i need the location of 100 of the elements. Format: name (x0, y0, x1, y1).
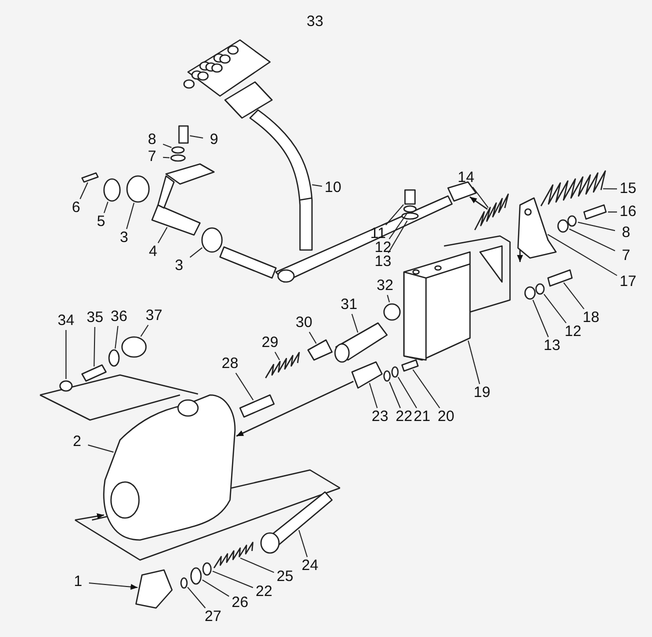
callout-number: 26 (232, 595, 248, 611)
callout-number: 27 (204, 609, 222, 625)
callout-number: 13 (544, 338, 560, 354)
leader-line (80, 182, 88, 200)
callout-number: 3 (174, 258, 184, 274)
leader-line (602, 188, 618, 190)
cotter-pin-drawing (81, 172, 99, 183)
leader-line (369, 382, 378, 408)
bolt-drawing (178, 125, 189, 144)
leader-line (577, 222, 616, 232)
callout-number: 7 (148, 149, 156, 165)
leader-line (162, 156, 170, 158)
callout-number: 34 (58, 313, 74, 329)
callout-number: 4 (148, 244, 158, 260)
callout-number: 13 (374, 254, 392, 270)
callout-number: 1 (74, 574, 82, 590)
leader-line (312, 184, 322, 187)
washer-drawing (170, 154, 186, 162)
leader-line (386, 294, 390, 303)
leader-line (126, 202, 134, 230)
leader-line (412, 369, 440, 408)
callout-number: 9 (210, 132, 218, 148)
callout-number: 22 (256, 584, 272, 600)
leader-line (212, 570, 254, 588)
gasket-drawing (307, 339, 333, 361)
leader-line (162, 144, 172, 148)
leader-line (187, 586, 206, 608)
leader-line (388, 220, 408, 254)
leader-line (104, 201, 108, 214)
spring-drawing (474, 194, 509, 230)
leader-line (88, 444, 114, 453)
o-ring-drawing (383, 303, 401, 321)
pedal-arm-drawing (249, 109, 313, 251)
leader-line (274, 352, 280, 360)
leader-line (158, 226, 168, 244)
bolt-drawing (404, 189, 416, 205)
lever-drawing (517, 197, 557, 259)
bolt-drawing (547, 269, 573, 287)
callout-number: 10 (324, 180, 342, 196)
washer-drawing (103, 178, 121, 202)
washer-drawing (391, 366, 399, 378)
valve-drawing (260, 491, 333, 554)
washer-drawing (401, 212, 419, 220)
leader-line (532, 299, 549, 338)
callout-number: 8 (622, 225, 630, 241)
callout-number: 23 (372, 409, 388, 425)
leader-line (389, 382, 401, 408)
callout-number: 37 (146, 308, 162, 324)
callout-number: 36 (110, 309, 128, 325)
bolt-drawing (401, 359, 419, 372)
washer-drawing (383, 370, 391, 382)
bracket-drawing (151, 163, 215, 236)
leader-line (114, 326, 118, 350)
callout-number: 5 (96, 214, 106, 230)
callout-number: 8 (148, 132, 156, 148)
leader-line (308, 332, 317, 344)
arrow (236, 380, 354, 437)
leader-line (190, 247, 203, 258)
leader-line (189, 135, 204, 138)
callout-number: 33 (306, 14, 324, 30)
valve-housing-drawing (103, 394, 236, 541)
leader-line (94, 326, 96, 367)
callout-number: 28 (222, 356, 238, 372)
leader-line (385, 204, 404, 226)
leader-line (298, 530, 308, 558)
leader-line (202, 579, 230, 597)
callout-number: 17 (620, 274, 636, 290)
washer-drawing (190, 567, 202, 585)
callout-number: 29 (262, 335, 278, 351)
leader-line (468, 340, 480, 384)
callout-number: 24 (302, 558, 318, 574)
plug-drawing (135, 569, 173, 609)
leader-line (88, 582, 138, 590)
bracket-drawing (403, 235, 511, 361)
callout-number: 6 (72, 200, 80, 216)
callout-number: 2 (72, 434, 82, 450)
washer-drawing (403, 205, 417, 213)
bolt-drawing (583, 204, 607, 220)
leader-line (472, 186, 489, 208)
callout-number: 7 (622, 248, 630, 264)
valve-body-drawing (121, 336, 147, 358)
plunger-drawing (239, 394, 275, 418)
leader-line (568, 228, 616, 252)
nut-drawing (59, 380, 73, 392)
callout-number: 22 (396, 409, 412, 425)
arrow (469, 196, 488, 210)
washer-drawing (202, 562, 212, 576)
leader-line (140, 324, 149, 337)
callout-number: 19 (474, 385, 490, 401)
washer-drawing (535, 283, 545, 295)
washer-drawing (557, 219, 569, 233)
leader-line (398, 376, 418, 408)
bushing-drawing (126, 175, 150, 203)
bushing-drawing (201, 227, 223, 253)
callout-number: 21 (414, 409, 430, 425)
leader-line (240, 558, 274, 573)
callout-number: 12 (374, 240, 392, 256)
spring-drawing (540, 170, 606, 206)
callout-number: 14 (458, 170, 474, 186)
callout-number: 32 (376, 278, 394, 294)
